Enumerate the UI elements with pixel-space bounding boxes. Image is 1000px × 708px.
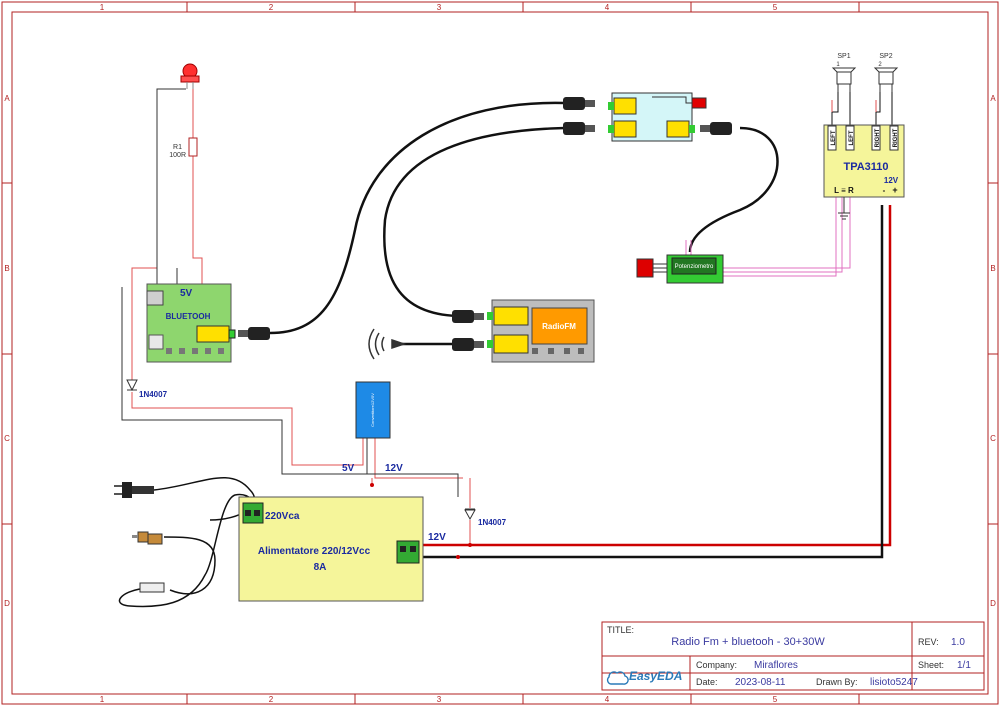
- r1-value: 100R: [169, 152, 186, 159]
- mains-plug-icon: [114, 482, 154, 498]
- power-supply-module: [238, 496, 424, 602]
- company-label: Company:: [696, 660, 737, 670]
- diode-1-label: 1N4007: [139, 390, 168, 399]
- switch-icon: [132, 531, 163, 545]
- conv-12v-label: 12V: [385, 463, 403, 474]
- led-red: [180, 63, 200, 89]
- amp-right-2: RIGHT: [893, 128, 899, 147]
- potenziometro-label: Potenziometro: [675, 264, 714, 270]
- diode-2: [464, 508, 476, 521]
- col-label-1: 1: [100, 3, 105, 12]
- speaker-sp1-icon: [831, 67, 857, 92]
- col-label-5: 5: [773, 3, 778, 12]
- row-label-d-right: D: [990, 599, 996, 608]
- col-label-4-bottom: 4: [605, 695, 610, 704]
- junction-dot: [456, 555, 460, 559]
- diode-1: [126, 379, 138, 392]
- amplifier-module: [823, 124, 905, 198]
- date-value: 2023-08-11: [735, 677, 786, 688]
- bluetooth-label: BLUETOOH: [166, 312, 211, 321]
- sheet-label: Sheet:: [918, 660, 944, 670]
- psu-title-2: 8A: [314, 562, 327, 573]
- antenna-icon: [368, 328, 407, 360]
- psu-title-1: Alimentatore 220/12Vcc: [258, 546, 371, 557]
- col-label-4: 4: [605, 3, 610, 12]
- amp-lgr-label: L ≡ R: [834, 186, 854, 195]
- col-label-2-bottom: 2: [269, 695, 274, 704]
- col-label-1-bottom: 1: [100, 695, 105, 704]
- radiofm-label: RadioFM: [542, 322, 576, 331]
- row-label-a-right: A: [990, 94, 996, 103]
- jack-plugs-switch: [563, 97, 732, 135]
- conv-5v-label: 5V: [342, 463, 355, 474]
- drawn-label: Drawn By:: [816, 677, 858, 687]
- audio-switch-module: [608, 92, 707, 142]
- row-label-d: D: [4, 599, 10, 608]
- r1-ref: R1: [173, 144, 182, 151]
- col-label-5-bottom: 5: [773, 695, 778, 704]
- converter-label: Convertitore12V5V: [370, 393, 375, 427]
- rev-value: 1.0: [951, 637, 965, 648]
- sp1-ref: SP1: [837, 53, 850, 60]
- speaker-wires-red: [831, 100, 877, 112]
- company-value: Miraflores: [754, 660, 798, 671]
- easyeda-logo: EasyEDA: [629, 669, 682, 683]
- thin-black-wires: [121, 88, 459, 497]
- amp-12v-label: 12V: [884, 176, 899, 185]
- sp1-pin: 1: [836, 62, 840, 68]
- psu-12v-label: 12V: [428, 532, 446, 543]
- potentiometer-module: [636, 254, 724, 284]
- sp2-pin: 2: [878, 62, 882, 68]
- amp-left-2: LEFT: [849, 130, 855, 145]
- jack-plugs-radio: [452, 310, 484, 351]
- bluetooth-5v-label: 5V: [180, 288, 193, 299]
- power-red-wire: [420, 205, 892, 547]
- title-value: Radio Fm + bluetooh - 30+30W: [671, 636, 825, 648]
- junction-dot: [370, 483, 374, 487]
- row-label-b: B: [4, 264, 9, 273]
- resistor-r1: [188, 137, 198, 157]
- amp-label: TPA3110: [843, 161, 888, 173]
- junction-dot: [468, 543, 472, 547]
- sheet-value: 1/1: [957, 660, 971, 671]
- converter-module: [355, 381, 391, 439]
- frame-labels: 1 2 3 4 5 1 2 3 4 5 A B C D A B C D: [4, 3, 996, 704]
- radiofm-module: [487, 299, 595, 363]
- speaker-wires: [831, 92, 893, 125]
- amp-plus-label: +: [892, 185, 897, 195]
- sp2-ref: SP2: [879, 53, 892, 60]
- bluetooth-module: [146, 283, 236, 363]
- title-block: [601, 621, 985, 691]
- diode-2-label: 1N4007: [478, 518, 507, 527]
- col-label-3: 3: [437, 3, 442, 12]
- row-label-c-right: C: [990, 434, 996, 443]
- amp-right-1: RIGHT: [875, 128, 881, 147]
- amp-minus-label: -: [883, 186, 886, 195]
- fuse-icon: [139, 582, 165, 593]
- col-label-3-bottom: 3: [437, 695, 442, 704]
- row-label-c: C: [4, 434, 10, 443]
- row-label-a: A: [4, 94, 10, 103]
- psu-220-label: 220Vca: [265, 511, 300, 522]
- audio-cables: [269, 101, 779, 346]
- easyeda-logo-icon: [606, 671, 629, 685]
- pot-wires: [685, 195, 851, 277]
- amp-left-1: LEFT: [831, 130, 837, 145]
- date-label: Date:: [696, 677, 718, 687]
- mains-cables: [118, 476, 258, 608]
- col-label-2: 2: [269, 3, 274, 12]
- drawn-value: lisioto5247: [870, 677, 918, 688]
- title-label: TITLE:: [607, 625, 634, 635]
- rev-label: REV:: [918, 637, 939, 647]
- power-black-wire: [420, 205, 884, 559]
- row-label-b-right: B: [990, 264, 995, 273]
- ground-icon: [838, 197, 850, 220]
- jack-plug-bt: [238, 327, 270, 340]
- speaker-sp2-icon: [873, 67, 899, 92]
